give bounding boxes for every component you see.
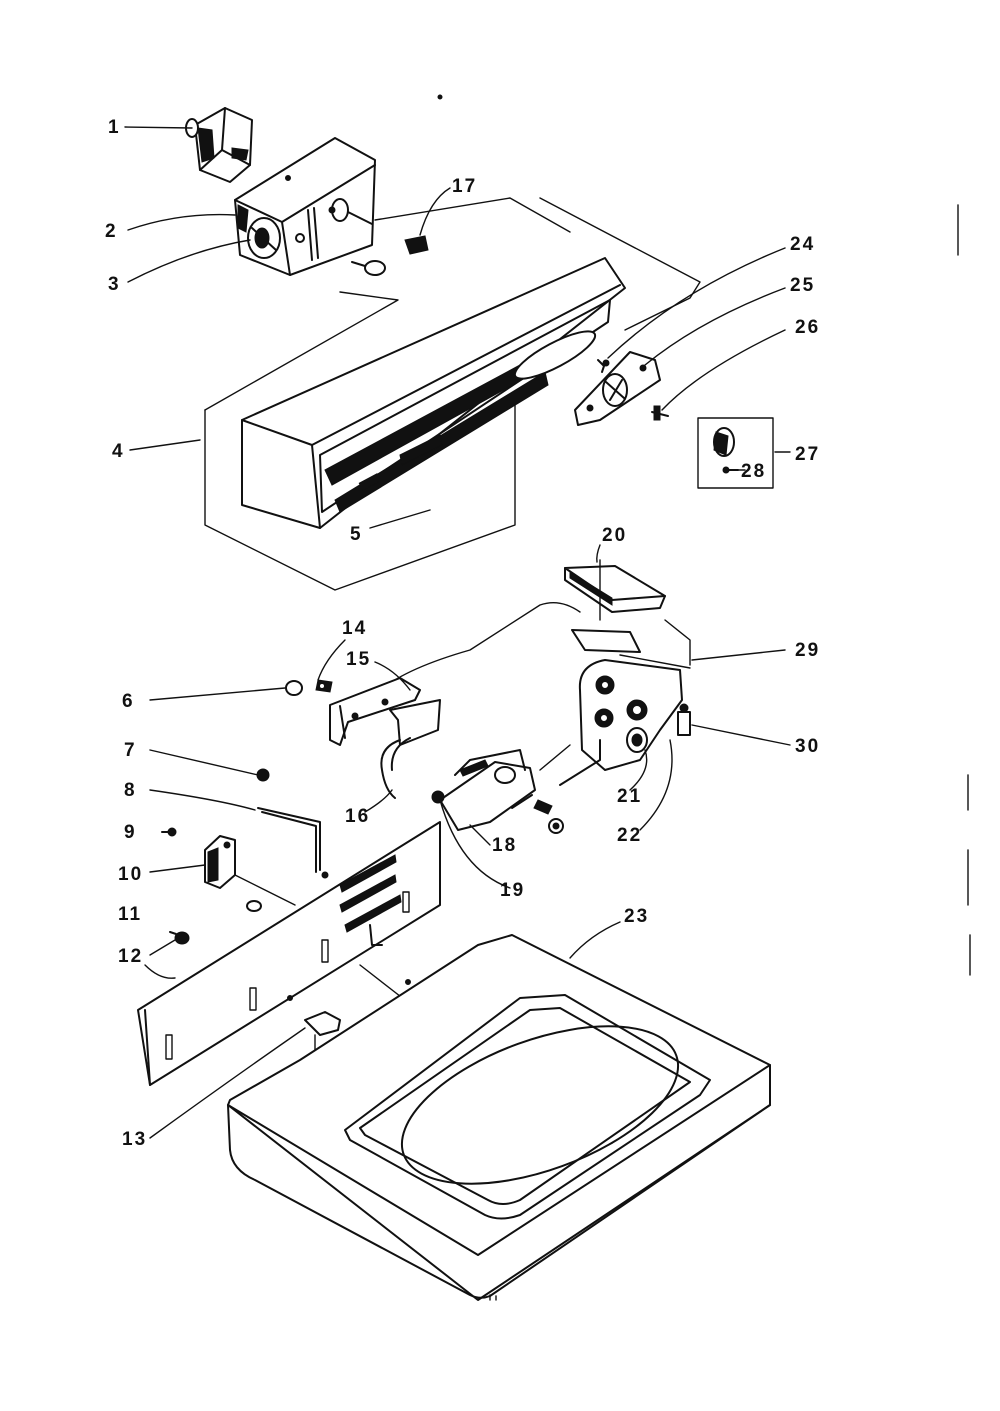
label-part-29: 29 <box>795 640 820 661</box>
part-18-lid-switch <box>439 749 564 834</box>
part-8-wire-rod <box>257 807 329 879</box>
part-16-hinge <box>380 737 411 799</box>
label-part-25: 25 <box>790 275 815 296</box>
part-12-rear-panel <box>137 821 441 1086</box>
label-part-19: 19 <box>500 880 525 901</box>
label-part-8: 8 <box>124 780 137 801</box>
part-3-selector-knob <box>247 217 281 259</box>
label-part-17: 17 <box>452 176 477 197</box>
label-part-22: 22 <box>617 825 642 846</box>
label-part-23: 23 <box>624 906 649 927</box>
part-10-switch <box>204 835 236 889</box>
leader-lines <box>124 126 791 1139</box>
label-part-26: 26 <box>795 317 820 338</box>
label-part-9: 9 <box>124 822 137 843</box>
part-21-22-valve-assembly <box>559 659 683 786</box>
part-26-screw <box>651 405 669 421</box>
part-19-plug <box>431 790 445 804</box>
part-9-screw <box>161 827 177 837</box>
label-part-11: 11 <box>118 904 142 925</box>
label-part-3: 3 <box>108 274 121 295</box>
label-part-7: 7 <box>124 740 137 761</box>
part-5-console-panel <box>241 257 626 529</box>
part-17-switch <box>295 198 429 276</box>
part-15-hinge-bracket <box>329 677 441 746</box>
part-labels: 1 2 3 4 5 6 7 8 9 10 11 12 13 14 15 16 1… <box>105 117 820 1150</box>
part-27-switch-box <box>697 417 774 489</box>
label-part-5: 5 <box>350 524 363 545</box>
part-23-washer-top <box>227 934 771 1301</box>
label-part-14: 14 <box>342 618 367 639</box>
label-part-28: 28 <box>741 461 766 482</box>
label-part-2: 2 <box>105 221 118 242</box>
part-24-end-cap <box>597 359 610 373</box>
part-14-clip <box>315 679 333 693</box>
label-part-20: 20 <box>602 525 627 546</box>
label-part-4: 4 <box>112 441 125 462</box>
label-part-1: 1 <box>108 117 121 138</box>
part-20-bracket <box>564 559 666 653</box>
part-6-grommet <box>285 680 303 696</box>
label-part-27: 27 <box>795 444 820 465</box>
label-part-30: 30 <box>795 736 820 757</box>
label-part-12: 12 <box>118 946 143 967</box>
label-part-16: 16 <box>345 806 370 827</box>
label-part-24: 24 <box>790 234 815 255</box>
label-part-6: 6 <box>122 691 135 712</box>
part-25-bezel <box>574 351 661 426</box>
label-part-18: 18 <box>492 835 517 856</box>
part-11-spring <box>169 900 262 945</box>
part-1-timer <box>185 107 253 183</box>
part-7-nut <box>256 768 270 782</box>
part-4-console-outline <box>204 197 701 591</box>
label-part-21: 21 <box>617 786 642 807</box>
label-part-13: 13 <box>122 1129 147 1150</box>
scan-margin-marks <box>437 94 971 976</box>
part-30-fitting <box>677 703 691 736</box>
label-part-10: 10 <box>118 864 143 885</box>
label-part-15: 15 <box>346 649 371 670</box>
